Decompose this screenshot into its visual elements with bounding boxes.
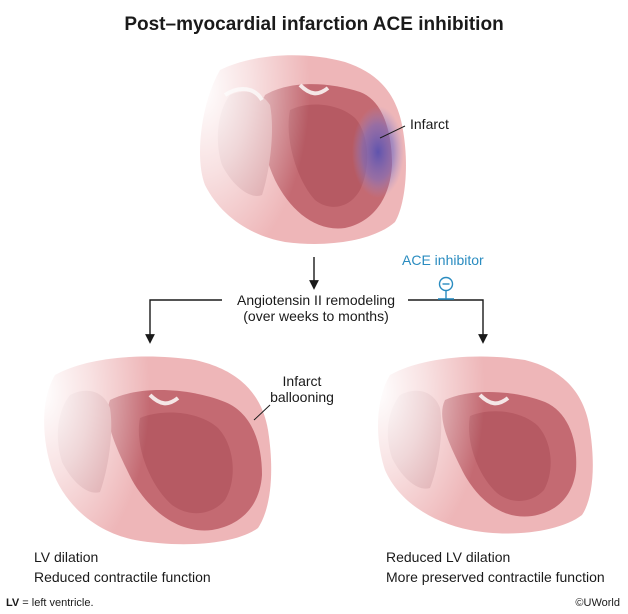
arrow-to-right-outcome bbox=[408, 299, 488, 344]
footnote-abbr: LV bbox=[6, 597, 20, 609]
ballooning-line-2: ballooning bbox=[270, 389, 334, 405]
footnote: LV = left ventricle. bbox=[6, 597, 94, 609]
right-outcome-label: Reduced LV dilation More preserved contr… bbox=[386, 547, 605, 587]
ace-inhibition-symbol bbox=[438, 276, 454, 300]
infarct-label: Infarct bbox=[410, 116, 449, 132]
remodeling-line-2: (over weeks to months) bbox=[243, 308, 389, 324]
footnote-definition: = left ventricle. bbox=[19, 597, 94, 609]
ace-inhibitor-label: ACE inhibitor bbox=[402, 252, 484, 268]
infarct-leader-line bbox=[379, 125, 406, 139]
remodeling-line-1: Angiotensin II remodeling bbox=[237, 292, 395, 308]
right-outcome-line-1: Reduced LV dilation bbox=[386, 549, 511, 565]
heart-right-illustration bbox=[365, 350, 593, 550]
left-outcome-label: LV dilation Reduced contractile function bbox=[34, 547, 211, 587]
left-outcome-line-2: Reduced contractile function bbox=[34, 569, 211, 585]
ballooning-line-1: Infarct bbox=[282, 373, 322, 389]
remodeling-label: Angiotensin II remodeling (over weeks to… bbox=[224, 292, 408, 324]
ballooning-label: Infarct ballooning bbox=[262, 373, 342, 405]
left-outcome-line-1: LV dilation bbox=[34, 549, 99, 565]
arrow-to-left-outcome bbox=[145, 299, 222, 344]
right-outcome-line-2: More preserved contractile function bbox=[386, 569, 605, 585]
heart-top-illustration bbox=[190, 45, 406, 255]
heart-left-illustration bbox=[30, 350, 272, 560]
ballooning-leader-line bbox=[253, 404, 271, 421]
diagram-title: Post–myocardial infarction ACE inhibitio… bbox=[124, 14, 504, 35]
copyright: ©UWorld bbox=[575, 597, 620, 609]
